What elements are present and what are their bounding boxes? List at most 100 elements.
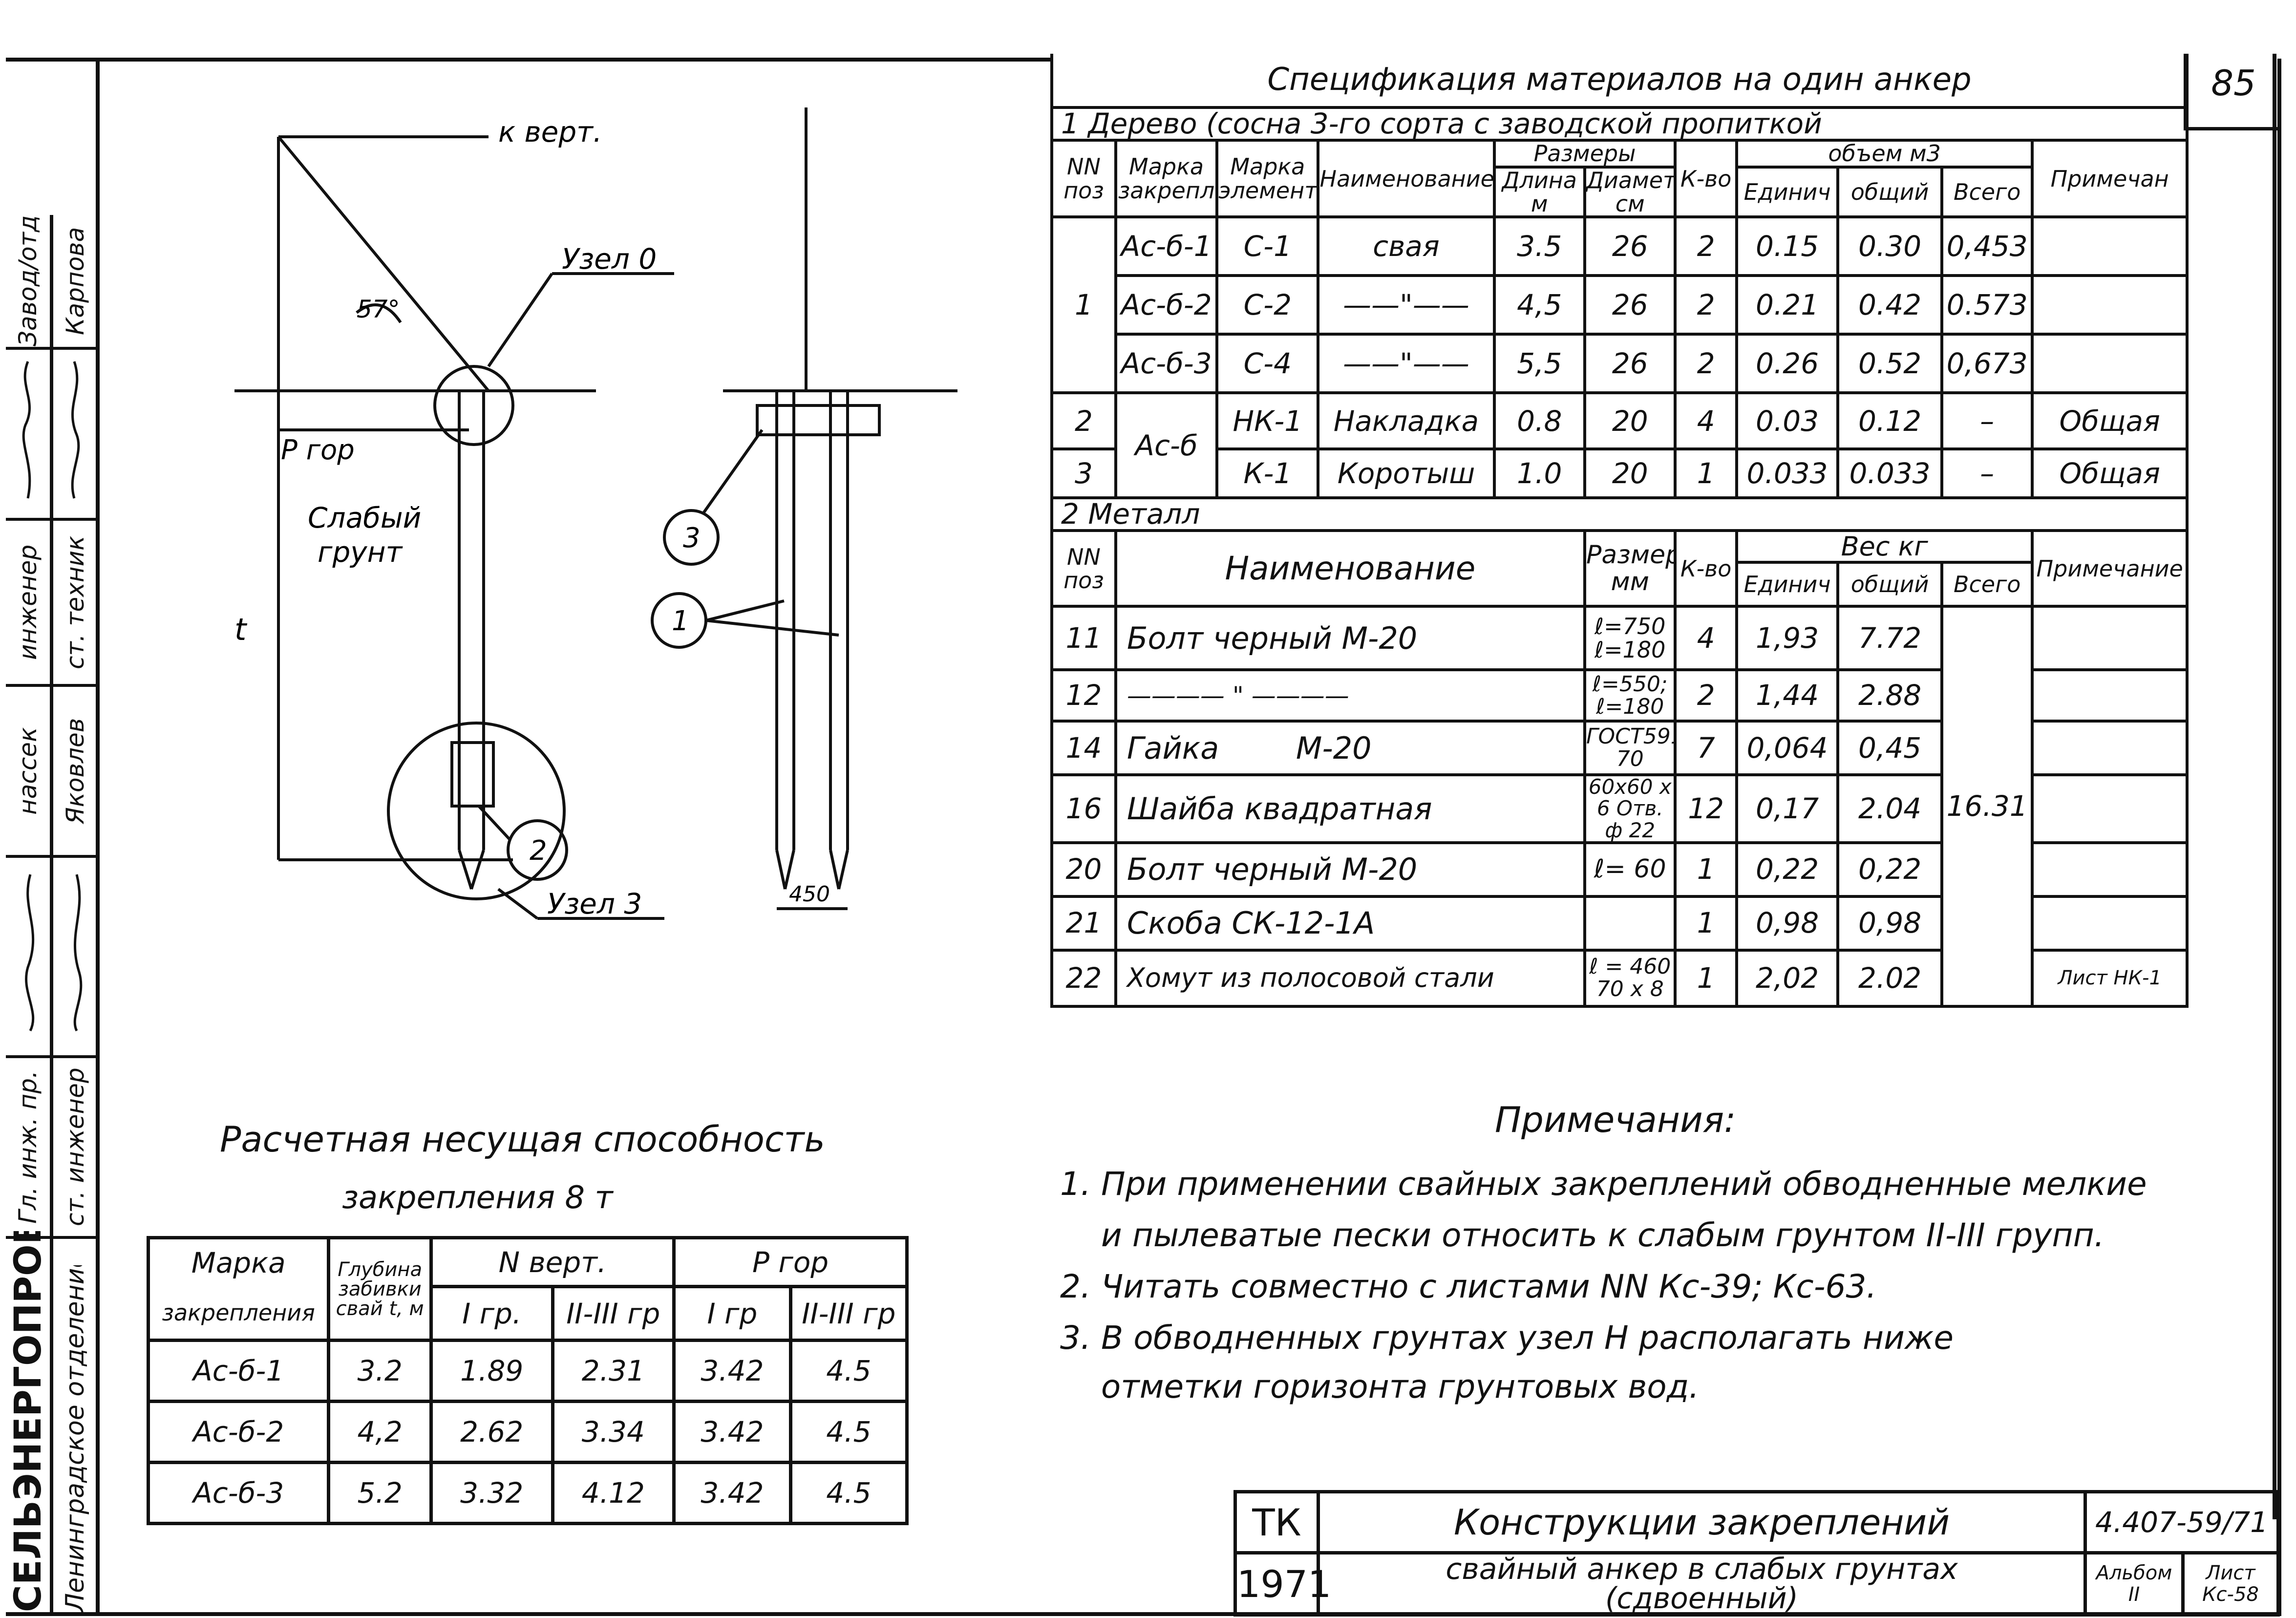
angle-arc — [356, 303, 402, 323]
table-row: Ас-б-2 С-2 ——"—— 4,5 26 2 0.21 0.42 0.57… — [1052, 274, 2189, 336]
anchor-drawing: к верт. Узел 0 57° P гор Слабый грунт t … — [234, 107, 957, 920]
cell-unit: 0,98 — [1735, 894, 1840, 952]
cell-unit: 0,17 — [1735, 773, 1840, 844]
cell-pos: 21 — [1050, 894, 1117, 952]
album-label: Альбом — [2096, 1562, 2172, 1584]
frame-right-line — [2273, 54, 2276, 1519]
cell-qty: 1 — [1674, 447, 1738, 500]
cell-all: 0.573 — [1940, 274, 2034, 336]
title-year: 1971 — [1233, 1551, 1331, 1617]
overlay-beam — [756, 404, 881, 436]
callout-3-label: 3 — [683, 522, 701, 554]
cell-element: К-1 — [1215, 447, 1320, 500]
p-hor-label: P гор — [281, 434, 355, 466]
sheet-value: Кс-58 — [2202, 1583, 2259, 1606]
cell-all: – — [1940, 391, 2034, 451]
stamp-role: ст. техник — [61, 535, 89, 669]
cell-unit: 1,44 — [1735, 668, 1840, 723]
cell-element: С-4 — [1215, 333, 1320, 395]
cell-n1: 2.62 — [429, 1400, 554, 1464]
stamp-org-department: Ленинградское отделение — [61, 1265, 90, 1612]
cell-p23: 4.5 — [788, 1339, 909, 1403]
leader-node3 — [497, 888, 538, 920]
cell-all: 16.31 — [1940, 605, 2034, 1008]
spec-header: Примечан — [2031, 138, 2189, 219]
cell-size: 60x60 x 6 Отв. ф 22 — [1583, 773, 1677, 844]
capacity-header: закрепления — [146, 1286, 331, 1342]
stamp-row-divider — [6, 855, 99, 858]
title-block: ТК Конструкции закреплений 4.407-59/71 1… — [1233, 1490, 2280, 1617]
table-row: Ас-б-3 С-4 ——"—— 5,5 26 2 0.26 0.52 0,67… — [1052, 333, 2189, 395]
cell-depth: 4,2 — [327, 1400, 433, 1464]
leader-1 — [705, 599, 785, 622]
cell-name: Коротыш — [1317, 447, 1496, 500]
page-frame — [6, 59, 2281, 1616]
cell-note — [2031, 773, 2189, 844]
spec-header: общий — [1836, 165, 1943, 219]
spec-header: Размеры — [1492, 138, 1677, 169]
spec-header: Единич — [1735, 165, 1840, 219]
table-row: 22 Хомут из полосовой стали ℓ = 460 70 x… — [1050, 948, 2189, 1008]
capacity-header: I гр. — [429, 1285, 554, 1342]
cell-note — [2031, 668, 2189, 723]
table-row: 11 Болт черный М-20 ℓ=750 ℓ=180 4 1,93 7… — [1050, 605, 2189, 1008]
cell-all: 0,453 — [1940, 215, 2034, 277]
table-row: 21 Скоба СК-12-1А 1 0,98 0,98 — [1050, 894, 2189, 952]
cell-pos: 1 — [1050, 215, 1117, 395]
cell-total: 2.02 — [1836, 948, 1943, 1008]
stamp-role: нассек — [14, 727, 42, 815]
spec-header: Размеры мм — [1583, 529, 1677, 608]
left-stamp: СЕЛЬЭНЕРГОПРОЕКТ Ленинградское отделение… — [6, 215, 99, 1612]
spec-header: К-во — [1674, 529, 1738, 608]
weak-soil-label: грунт — [318, 535, 404, 569]
spec-header: общий — [1836, 561, 1943, 608]
pile-tip — [470, 850, 485, 890]
frame-top-line — [6, 58, 1051, 62]
cell-element: НК-1 — [1215, 391, 1320, 451]
pile-tip — [784, 850, 795, 890]
cell-total: 0,45 — [1836, 720, 1943, 777]
cell-diameter: 26 — [1583, 215, 1677, 277]
stamp-signature — [62, 357, 86, 503]
table-row: 14 Гайка М-20 ГОСТ5915-70 7 0,064 0,45 — [1050, 720, 2189, 777]
leader-node0 — [487, 273, 553, 367]
cell-unit: 0.033 — [1735, 447, 1840, 500]
stamp-role: Завод/отд — [14, 215, 42, 347]
cell-element: С-1 — [1215, 215, 1320, 277]
capacity-header: II-III гр — [788, 1285, 909, 1342]
stamp-row-divider — [6, 684, 99, 687]
cell-n1: 1.89 — [429, 1339, 554, 1403]
cell-pos: 16 — [1050, 773, 1117, 844]
cell-total: 2.88 — [1836, 668, 1943, 723]
cell-all: 0,673 — [1940, 333, 2034, 395]
cell-name: свая — [1317, 215, 1496, 277]
cell-note — [2031, 215, 2189, 277]
spec-header: объем м3 — [1735, 138, 2034, 169]
table-row: 3 К-1 Коротыш 1.0 20 1 0.033 0.033 – Общ… — [1050, 447, 2189, 500]
cell-note — [2031, 720, 2189, 777]
stamp-name: Яковлев — [61, 718, 89, 824]
stamp-role: ст. инженер — [61, 1067, 89, 1227]
note-line: 3. В обводненных грунтах узел Н располаг… — [1060, 1319, 1954, 1357]
pile-clamp — [450, 741, 495, 808]
stamp-row-divider — [6, 347, 99, 350]
cell-p23: 4.5 — [788, 1461, 909, 1525]
leader-3 — [702, 429, 764, 514]
cell-qty: 4 — [1674, 391, 1738, 451]
frame-left-line — [96, 58, 100, 1616]
cell-diameter: 20 — [1583, 391, 1677, 451]
spec-section-metal: 2 Металл — [1050, 496, 2189, 532]
pile-tip — [775, 850, 787, 890]
spec-header: К-во — [1674, 138, 1738, 219]
capacity-title: Расчетная несущая способность — [220, 1119, 825, 1160]
table-row: Ас-б-3 5.2 3.32 4.12 3.42 4.5 — [146, 1461, 909, 1525]
cell-pos: 12 — [1050, 668, 1117, 723]
capacity-header: Глубина забивки свай t, м — [327, 1236, 433, 1342]
note-line: 2. Читать совместно с листами NN Кс-39; … — [1060, 1268, 1877, 1305]
spec-header: Длина м — [1492, 165, 1586, 219]
capacity-subtitle: закрепления 8 т — [342, 1180, 613, 1216]
cell-marka: Ас-б — [1114, 391, 1219, 500]
cell-qty: 2 — [1674, 668, 1738, 723]
spec-header: Всего — [1940, 165, 2034, 219]
cell-total: 0.52 — [1836, 333, 1943, 395]
